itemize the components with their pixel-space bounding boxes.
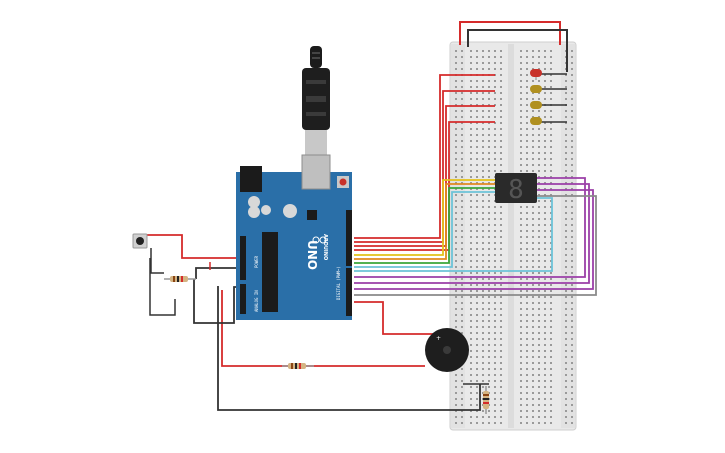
wire-led2-signal[interactable] bbox=[354, 90, 495, 243]
seven-segment-digit: 8 bbox=[508, 175, 524, 205]
wire-black-top[interactable] bbox=[467, 29, 568, 72]
wire-gray-seg[interactable] bbox=[354, 195, 597, 296]
resistor-vertical[interactable] bbox=[483, 386, 489, 414]
arduino-uno-text: UNO bbox=[305, 240, 319, 270]
arduino-uno-board[interactable]: ARDUINO UNO POWER ANALOG IN DIGITAL (PWM… bbox=[236, 154, 352, 320]
digital-label: DIGITAL (PWM~) bbox=[336, 266, 341, 300]
crystal bbox=[283, 204, 297, 218]
led-yellow-3[interactable] bbox=[530, 117, 542, 125]
wire-led4-signal[interactable] bbox=[354, 121, 495, 251]
wire-yellow-seg[interactable] bbox=[354, 179, 498, 256]
wire-purple-seg-b[interactable] bbox=[354, 183, 590, 284]
breadboard[interactable] bbox=[449, 41, 577, 431]
wire-buzzer-signal[interactable] bbox=[354, 301, 440, 335]
analog-label: ANALOG IN bbox=[254, 290, 259, 312]
wire-cyan-seg-b[interactable] bbox=[354, 197, 553, 272]
power-jack bbox=[240, 166, 262, 192]
atmega-chip bbox=[262, 232, 278, 312]
digital-header-1 bbox=[346, 210, 352, 266]
resistor-button[interactable] bbox=[164, 276, 196, 282]
wire-cyan-seg-a[interactable] bbox=[354, 191, 498, 268]
wire-purple-seg-a[interactable] bbox=[354, 177, 586, 278]
center-channel bbox=[508, 44, 514, 428]
infinity-icon bbox=[312, 236, 320, 244]
wire-button-out[interactable] bbox=[150, 248, 164, 274]
usb-chip bbox=[307, 210, 317, 220]
analog-header bbox=[240, 284, 246, 314]
wire-led3-signal[interactable] bbox=[354, 105, 495, 247]
wire-orange-seg[interactable] bbox=[354, 183, 498, 260]
led-red[interactable] bbox=[530, 69, 542, 80]
usb-cable[interactable] bbox=[302, 46, 330, 156]
wire-gnd-return[interactable] bbox=[193, 279, 240, 324]
infinity-icon-right bbox=[319, 236, 327, 244]
led-yellow-2[interactable] bbox=[530, 101, 542, 109]
power-header bbox=[240, 236, 246, 280]
led-yellow-1[interactable] bbox=[530, 85, 542, 93]
reset-button-cap bbox=[339, 178, 347, 186]
push-button[interactable] bbox=[132, 233, 148, 249]
capacitor-2 bbox=[248, 206, 260, 218]
power-label: POWER bbox=[254, 255, 259, 268]
piezo-buzzer[interactable]: + bbox=[425, 328, 469, 372]
resistor-buzzer[interactable] bbox=[282, 363, 314, 369]
capacitor-1 bbox=[248, 196, 260, 208]
wire-led1-signal[interactable] bbox=[354, 74, 495, 239]
wires bbox=[146, 21, 597, 411]
wire-purple-seg-c[interactable] bbox=[354, 189, 594, 290]
led-group bbox=[530, 69, 542, 125]
wire-green-seg[interactable] bbox=[354, 187, 498, 264]
digital-header-2 bbox=[346, 268, 352, 316]
wire-red-top[interactable] bbox=[459, 21, 561, 45]
seven-segment-display[interactable]: 8 bbox=[495, 173, 537, 205]
wire-buzzer-gnd[interactable] bbox=[217, 286, 481, 411]
usb-jack bbox=[301, 154, 331, 190]
wire-buzzer-red[interactable] bbox=[221, 290, 425, 367]
capacitor-3 bbox=[261, 205, 271, 215]
arduino-logo: ARDUINO UNO bbox=[305, 234, 328, 270]
buzzer-plus-label: + bbox=[436, 335, 441, 342]
wire-button-black[interactable] bbox=[195, 267, 240, 279]
wire-button-loop[interactable] bbox=[149, 258, 176, 316]
wire-button-red[interactable] bbox=[146, 234, 240, 259]
arduino-brand-text: ARDUINO bbox=[322, 234, 328, 260]
